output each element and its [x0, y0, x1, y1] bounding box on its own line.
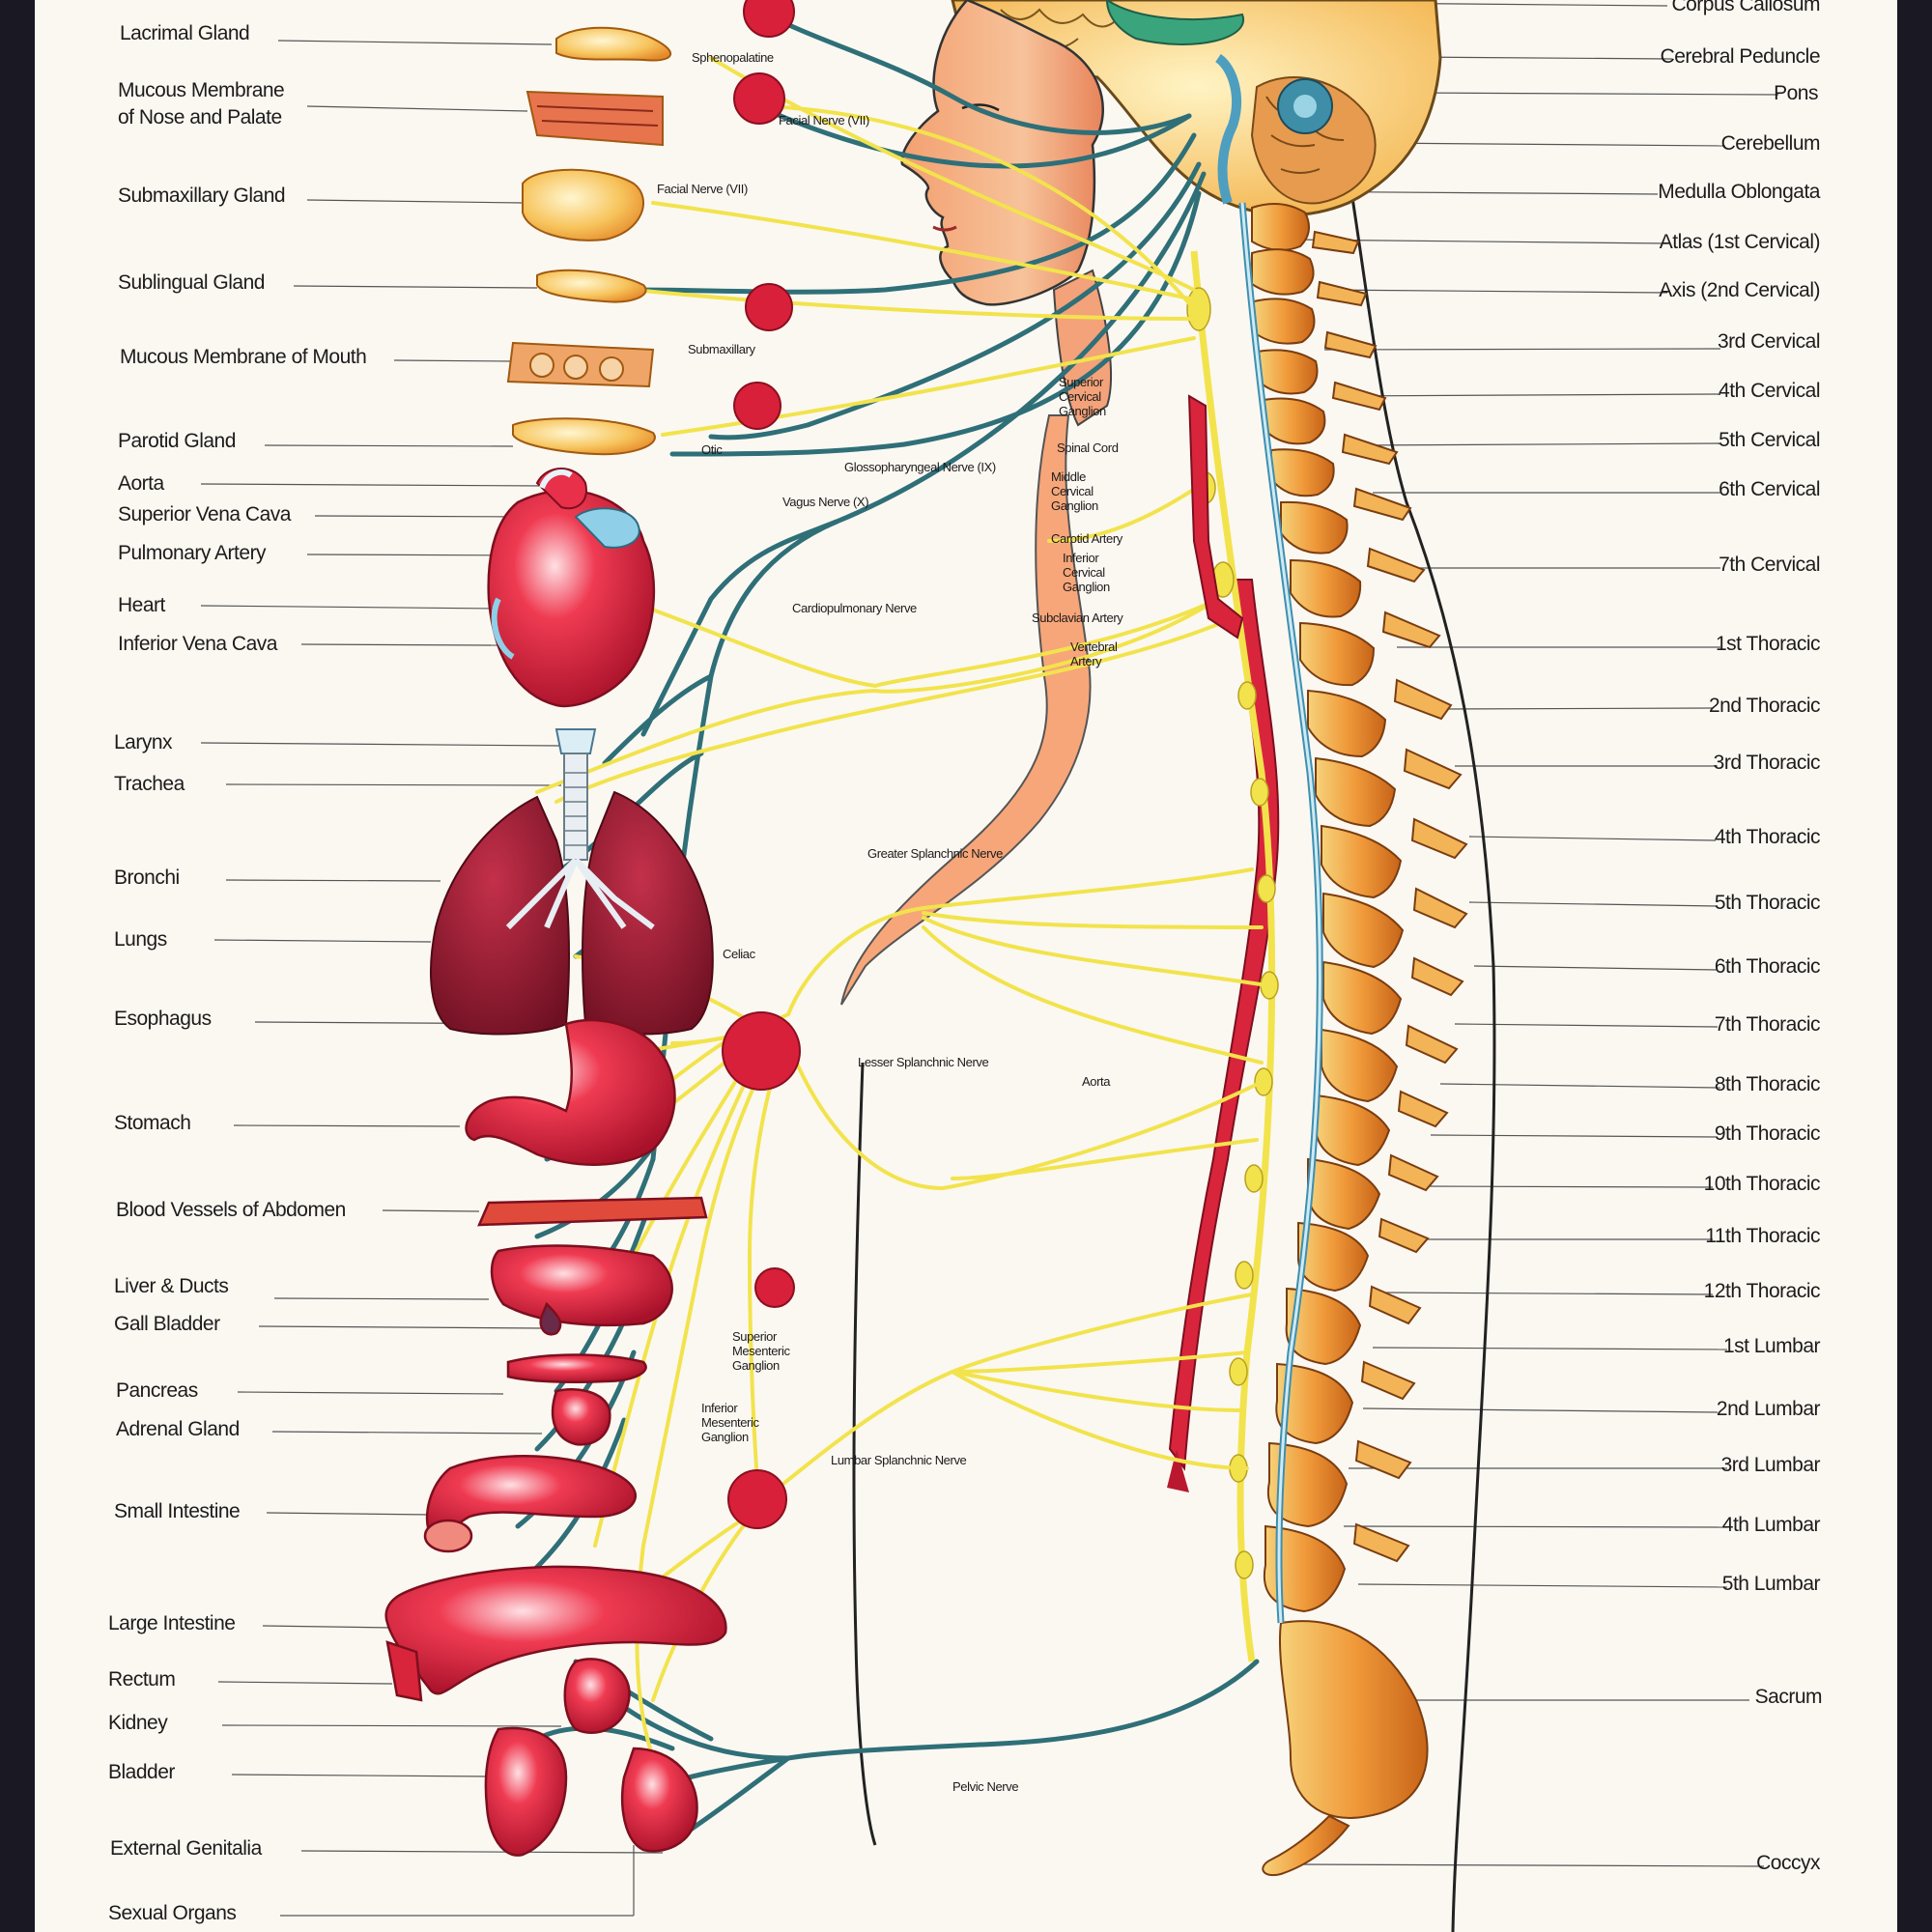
- label-liver-ducts: Liver & Ducts: [114, 1275, 229, 1297]
- label-aorta: Aorta: [118, 472, 164, 495]
- label-facial-nerve-upper: Facial Nerve (VII): [779, 113, 869, 128]
- label-cerebellum: Cerebellum: [1720, 132, 1821, 155]
- label-spinal-cord: Spinal Cord: [1057, 440, 1119, 455]
- label-11th-thoracic: 11th Thoracic: [1705, 1225, 1820, 1247]
- nervous-system-illustration: [200, 0, 1779, 1932]
- label-2nd-thoracic: 2nd Thoracic: [1708, 695, 1821, 717]
- label-esophagus: Esophagus: [114, 1008, 212, 1030]
- label-7th-thoracic: 7th Thoracic: [1714, 1013, 1821, 1036]
- label-vertebral-artery: Vertebral Artery: [1070, 639, 1118, 668]
- label-large-intestine: Large Intestine: [108, 1612, 236, 1634]
- label-adrenal-gland: Adrenal Gland: [116, 1418, 240, 1440]
- label-lacrimal-gland: Lacrimal Gland: [120, 22, 250, 44]
- label-1st-thoracic: 1st Thoracic: [1716, 633, 1821, 655]
- label-subclavian-artery: Subclavian Artery: [1032, 611, 1123, 625]
- label-2nd-lumbar: 2nd Lumbar: [1716, 1398, 1821, 1420]
- label-corpus-callosum: Corpus Callosum: [1671, 0, 1820, 15]
- label-inferior-vena-cava: Inferior Vena Cava: [118, 633, 277, 655]
- anatomy-poster: Lacrimal Gland Mucous Membrane of Nose a…: [35, 0, 1897, 1932]
- label-superior-mesenteric-ganglion: Superior Mesenteric Ganglion: [732, 1329, 790, 1373]
- label-stomach: Stomach: [114, 1112, 191, 1134]
- label-external-genitalia: External Genitalia: [110, 1837, 262, 1860]
- label-lungs: Lungs: [114, 928, 167, 951]
- label-otic: Otic: [701, 442, 723, 457]
- label-mucous-membrane-nose-palate: Mucous Membrane of Nose and Palate: [118, 79, 285, 128]
- label-6th-cervical: 6th Cervical: [1719, 478, 1820, 500]
- spinous-processes: [1311, 230, 1468, 1563]
- label-cerebral-peduncle: Cerebral Peduncle: [1660, 45, 1821, 68]
- label-9th-thoracic: 9th Thoracic: [1714, 1122, 1821, 1145]
- head-glands: [506, 26, 672, 456]
- label-3rd-cervical: 3rd Cervical: [1717, 330, 1821, 353]
- label-mucous-membrane-mouth: Mucous Membrane of Mouth: [120, 346, 367, 368]
- abdominal-organs: [384, 1018, 727, 1857]
- ganglia: [722, 0, 801, 1529]
- label-3rd-lumbar: 3rd Lumbar: [1720, 1454, 1821, 1476]
- heart: [487, 468, 656, 708]
- label-celiac: Celiac: [723, 947, 755, 961]
- label-submaxillary-ganglion: Submaxillary: [688, 342, 755, 356]
- label-heart: Heart: [118, 594, 165, 616]
- label-7th-cervical: 7th Cervical: [1719, 554, 1820, 576]
- label-lumbar-splanchnic-nerve: Lumbar Splanchnic Nerve: [831, 1453, 967, 1467]
- label-4th-thoracic: 4th Thoracic: [1714, 826, 1821, 848]
- label-5th-cervical: 5th Cervical: [1719, 429, 1820, 451]
- label-kidney: Kidney: [108, 1712, 168, 1734]
- label-bladder: Bladder: [108, 1761, 175, 1783]
- label-5th-lumbar: 5th Lumbar: [1721, 1573, 1821, 1595]
- label-6th-thoracic: 6th Thoracic: [1714, 955, 1821, 978]
- label-aorta-inner: Aorta: [1082, 1074, 1111, 1089]
- label-4th-cervical: 4th Cervical: [1719, 380, 1820, 402]
- vertebral-column: [1251, 203, 1429, 1877]
- label-bronchi: Bronchi: [114, 867, 180, 889]
- body-outline: [1339, 125, 1496, 1932]
- label-5th-thoracic: 5th Thoracic: [1714, 892, 1821, 914]
- label-pancreas: Pancreas: [116, 1379, 198, 1402]
- carotid-artery: [1187, 394, 1244, 639]
- label-sexual-organs: Sexual Organs: [108, 1902, 237, 1924]
- label-vagus-nerve: Vagus Nerve (X): [782, 495, 869, 509]
- label-sublingual-gland: Sublingual Gland: [118, 271, 265, 294]
- label-4th-lumbar: 4th Lumbar: [1721, 1514, 1821, 1536]
- label-axis: Axis (2nd Cervical): [1659, 279, 1820, 301]
- lungs: [430, 728, 714, 1036]
- label-trachea: Trachea: [114, 773, 185, 795]
- label-pons: Pons: [1774, 82, 1818, 104]
- label-small-intestine: Small Intestine: [114, 1500, 241, 1522]
- label-pulmonary-artery: Pulmonary Artery: [118, 542, 267, 564]
- label-rectum: Rectum: [108, 1668, 176, 1690]
- left-leader-lines: [200, 40, 664, 1917]
- label-medulla-oblongata: Medulla Oblongata: [1658, 181, 1820, 203]
- label-12th-thoracic: 12th Thoracic: [1703, 1280, 1821, 1302]
- label-10th-thoracic: 10th Thoracic: [1703, 1173, 1821, 1195]
- aorta-descending: [1168, 579, 1280, 1471]
- label-inferior-cervical-ganglion: Inferior Cervical Ganglion: [1063, 551, 1110, 594]
- label-1st-lumbar: 1st Lumbar: [1722, 1335, 1821, 1357]
- label-superior-cervical-ganglion: Superior Cervical Ganglion: [1059, 375, 1106, 418]
- label-lesser-splanchnic-nerve: Lesser Splanchnic Nerve: [858, 1055, 989, 1069]
- label-glossopharyngeal-nerve: Glossopharyngeal Nerve (IX): [844, 460, 996, 474]
- label-pelvic-nerve: Pelvic Nerve: [952, 1779, 1019, 1794]
- label-3rd-thoracic: 3rd Thoracic: [1713, 752, 1821, 774]
- label-sacrum: Sacrum: [1754, 1686, 1823, 1708]
- label-atlas: Atlas (1st Cervical): [1659, 231, 1821, 253]
- label-facial-nerve-lower: Facial Nerve (VII): [657, 182, 748, 196]
- label-submaxillary-gland: Submaxillary Gland: [118, 185, 286, 207]
- label-parotid-gland: Parotid Gland: [118, 430, 236, 452]
- label-larynx: Larynx: [114, 731, 173, 753]
- label-superior-vena-cava: Superior Vena Cava: [118, 503, 291, 526]
- label-middle-cervical-ganglion: Middle Cervical Ganglion: [1051, 469, 1098, 513]
- label-greater-splanchnic-nerve: Greater Splanchnic Nerve: [867, 846, 1003, 861]
- label-sphenopalatine: Sphenopalatine: [692, 50, 774, 65]
- label-cardiopulmonary-nerve: Cardiopulmonary Nerve: [792, 601, 917, 615]
- label-carotid-artery: Carotid Artery: [1051, 531, 1122, 546]
- label-8th-thoracic: 8th Thoracic: [1714, 1073, 1821, 1095]
- label-gall-bladder: Gall Bladder: [114, 1313, 220, 1335]
- label-coccyx: Coccyx: [1756, 1852, 1820, 1874]
- label-inferior-mesenteric-ganglion: Inferior Mesenteric Ganglion: [701, 1401, 759, 1444]
- label-blood-vessels-abdomen: Blood Vessels of Abdomen: [116, 1199, 346, 1221]
